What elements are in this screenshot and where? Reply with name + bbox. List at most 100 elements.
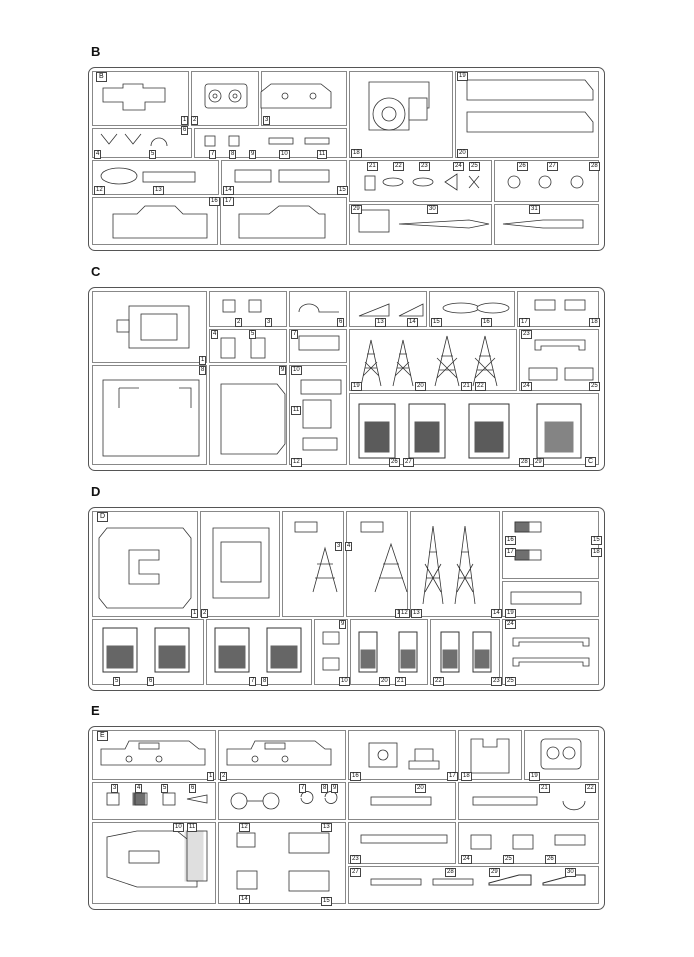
part-number: 1 [191,609,199,618]
cell [458,730,522,780]
part-number: 17 [519,318,530,327]
part-number: 14 [223,186,234,195]
part-number: 21 [539,784,550,793]
part-number: 21 [461,382,472,391]
part-number: 25 [589,382,600,391]
part-number: 26 [517,162,528,171]
part-number: 28 [445,868,456,877]
part-number: 29 [351,205,362,214]
parts-drawing-d [98,521,590,673]
part-number: 13 [375,318,386,327]
cell [494,204,599,245]
part-number: 22 [393,162,404,171]
cell [92,197,218,245]
cell [209,291,287,327]
part-number: 22 [433,677,444,686]
part-number: 10 [279,150,290,159]
cell [494,160,599,202]
cell [92,365,207,465]
part-number: 6 [337,318,345,327]
part-number: 11 [317,150,328,159]
cell [209,329,287,363]
cell [206,619,312,685]
part-number: 25 [503,855,514,864]
part-number: 30 [427,205,438,214]
part-number: 25 [505,677,516,686]
part-number: 15 [321,897,332,906]
part-number: 14 [239,895,250,904]
frame-tag-c: C [585,457,597,467]
cell [346,511,408,617]
part-number: 20 [415,784,426,793]
part-number: 24 [461,855,472,864]
part-number: 15 [337,186,348,195]
cell [191,71,259,126]
part-number: 28 [589,162,600,171]
cell [92,511,198,617]
part-number: 22 [585,784,596,793]
cell [289,365,347,465]
part-number: 8 [321,784,329,793]
part-number: 6 [189,784,197,793]
cell [218,782,346,820]
cell [220,197,347,245]
part-number: 17 [223,197,234,206]
cell [218,730,346,780]
part-number: 24 [453,162,464,171]
part-number: 1 [199,356,207,365]
parts-drawing-c [102,299,594,459]
part-number: 18 [351,149,362,158]
cell [200,511,280,617]
cell [282,511,344,617]
part-number: 23 [419,162,430,171]
cell [430,619,500,685]
part-number: 1 [207,772,215,781]
part-number: 16 [350,772,361,781]
part-number: 7 [299,784,307,793]
cell [519,329,599,391]
cell [92,291,207,363]
part-number: 5 [161,784,169,793]
part-number: 25 [469,162,480,171]
part-number: 26 [389,458,400,467]
cell [349,291,427,327]
sprue-e: E [88,726,605,910]
part-number: 15 [591,536,602,545]
cell [458,782,599,820]
part-number: 10 [339,677,350,686]
part-number: 5 [113,677,121,686]
part-number: 17 [505,548,516,557]
part-number: 24 [521,382,532,391]
part-number: 8 [229,150,237,159]
part-number: 2 [220,772,228,781]
cell [429,291,515,327]
cell [502,511,599,579]
part-number: 9 [339,620,347,629]
part-number: 26 [545,855,556,864]
part-number: 20 [457,149,468,158]
sheet-letter-e: E [91,703,100,718]
part-number: 5 [249,330,257,339]
part-number: 6 [147,677,155,686]
part-number: 14 [407,318,418,327]
sheet-letter-d: D [91,484,101,499]
parts-drawing-e [100,738,586,892]
part-number: 12 [239,823,250,832]
part-number: 7 [209,150,217,159]
sprue-d: D [88,507,605,691]
cell [348,866,599,904]
part-number: 7 [291,330,299,339]
frame-tag-b: B [96,72,107,82]
part-number: 24 [505,620,516,629]
part-number: 7 [249,677,257,686]
cell [349,329,517,391]
sheet-letter-b: B [91,44,101,59]
cell [92,782,216,820]
part-number: 13 [411,609,422,618]
cell [349,393,599,465]
cell [218,822,346,904]
part-number: 16 [209,197,220,206]
cell [502,581,599,617]
cell [524,730,599,780]
part-number: 12 [291,458,302,467]
